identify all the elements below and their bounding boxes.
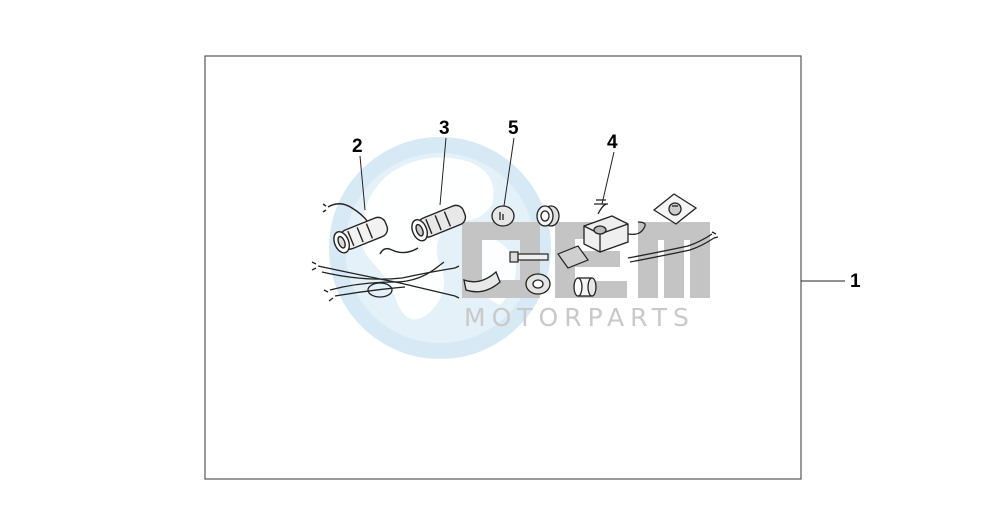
callout-1: 1 xyxy=(850,271,861,292)
adhesive-pad xyxy=(557,245,589,269)
callout-2: 2 xyxy=(352,136,363,157)
grommet xyxy=(491,205,515,227)
heated-grip-right xyxy=(379,204,467,255)
diagram-frame xyxy=(204,55,802,480)
watermark-motorparts-text: MOTORPARTS xyxy=(464,303,695,332)
heater-switch xyxy=(583,199,646,253)
leader-lines xyxy=(359,137,845,282)
callout-3: 3 xyxy=(439,118,450,139)
callout-5: 5 xyxy=(508,118,519,139)
rubber-collar xyxy=(536,205,560,227)
sub-harness xyxy=(627,231,719,263)
heated-grip-left xyxy=(322,203,389,254)
watermark-oem-logo xyxy=(462,222,710,298)
washer xyxy=(525,273,551,295)
callout-4: 4 xyxy=(607,132,618,153)
wiring-harness xyxy=(311,261,460,302)
bolt xyxy=(509,251,549,263)
mounting-plate xyxy=(652,193,698,225)
spacer-collar xyxy=(573,277,597,297)
curved-spacer xyxy=(463,270,501,293)
